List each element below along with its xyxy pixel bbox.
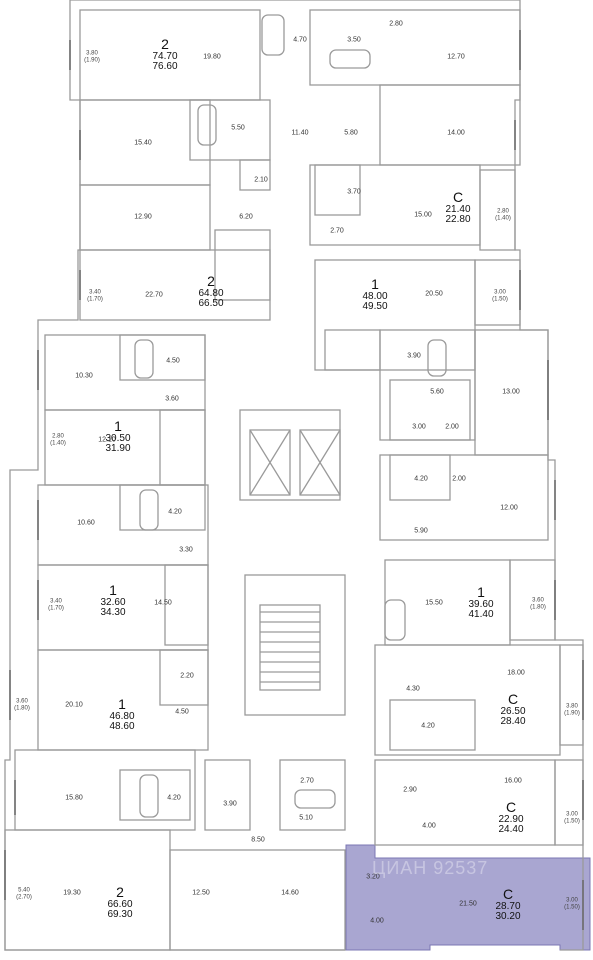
room-area: 5.90 <box>414 527 428 535</box>
room-area: 3.20 <box>366 873 380 881</box>
balcony-area: 3.60(1.80) <box>530 597 546 610</box>
room-area: 4.50 <box>175 708 189 716</box>
room-area: 12.10 <box>98 436 116 444</box>
room-area: 4.70 <box>293 36 307 44</box>
balcony-area: 3.60(1.80) <box>14 698 30 711</box>
room-area: 3.30 <box>179 546 193 554</box>
room-area: 2.70 <box>300 777 314 785</box>
room-area: 20.50 <box>425 290 443 298</box>
room-area: 10.30 <box>75 372 93 380</box>
room-area: 5.60 <box>430 388 444 396</box>
room-area: 4.20 <box>414 475 428 483</box>
room-area: 8.50 <box>251 836 265 844</box>
room-area: 14.60 <box>281 889 299 897</box>
room-area: 12.90 <box>134 213 152 221</box>
room-area: 4.00 <box>370 917 384 925</box>
room-area: 18.00 <box>507 669 525 677</box>
room-area: 3.90 <box>223 800 237 808</box>
room-area: 10.60 <box>77 519 95 527</box>
room-area: 2.80 <box>389 20 403 28</box>
room-area: 2.20 <box>180 672 194 680</box>
room-area: 4.30 <box>406 685 420 693</box>
room-area: 4.20 <box>168 508 182 516</box>
balcony-area: 3.00(1.50) <box>564 811 580 824</box>
room-area: 6.20 <box>239 213 253 221</box>
room-area: 20.10 <box>65 701 83 709</box>
room-area: 2.90 <box>403 786 417 794</box>
room-area: 4.20 <box>421 722 435 730</box>
room-area: 14.00 <box>447 129 465 137</box>
balcony-area: 3.40(1.70) <box>48 598 64 611</box>
room-area: 21.50 <box>459 900 477 908</box>
room-area: 3.00 <box>412 423 426 431</box>
room-area: 3.70 <box>347 188 361 196</box>
balcony-area: 2.80(1.40) <box>495 208 511 221</box>
room-area: 19.80 <box>203 53 221 61</box>
watermark: ЦИАН 92537 <box>372 858 489 878</box>
room-area: 5.50 <box>231 124 245 132</box>
room-area: 14.50 <box>154 599 172 607</box>
room-area: 3.60 <box>165 395 179 403</box>
balcony-area: 2.80(1.40) <box>50 433 66 446</box>
room-area: 4.50 <box>166 357 180 365</box>
balcony-area: 3.40(1.70) <box>87 289 103 302</box>
room-area: 19.30 <box>63 889 81 897</box>
balcony-area: 3.00(1.50) <box>564 897 580 910</box>
room-area: 5.10 <box>299 814 313 822</box>
balcony-area: 5.40(2.70) <box>16 887 32 900</box>
room-area: 12.70 <box>447 53 465 61</box>
room-area: 15.40 <box>134 139 152 147</box>
room-area: 2.00 <box>445 423 459 431</box>
balcony-area: 3.80(1.90) <box>84 50 100 63</box>
room-area: 4.20 <box>167 794 181 802</box>
room-area: 4.00 <box>422 822 436 830</box>
room-area: 15.50 <box>425 599 443 607</box>
balcony-area: 3.80(1.90) <box>564 703 580 716</box>
balcony-area: 3.00(1.50) <box>492 289 508 302</box>
room-area: 22.70 <box>145 291 163 299</box>
room-area: 3.50 <box>347 36 361 44</box>
room-area: 12.00 <box>500 504 518 512</box>
room-area: 11.40 <box>291 129 309 137</box>
room-area: 2.10 <box>254 176 268 184</box>
room-area: 5.80 <box>344 129 358 137</box>
room-area: 16.00 <box>504 777 522 785</box>
room-area: 15.00 <box>414 211 432 219</box>
room-area: 13.00 <box>502 388 520 396</box>
room-area: 2.70 <box>330 227 344 235</box>
room-area: 3.90 <box>407 352 421 360</box>
room-area: 15.80 <box>65 794 83 802</box>
room-area: 12.50 <box>192 889 210 897</box>
room-area: 2.00 <box>452 475 466 483</box>
